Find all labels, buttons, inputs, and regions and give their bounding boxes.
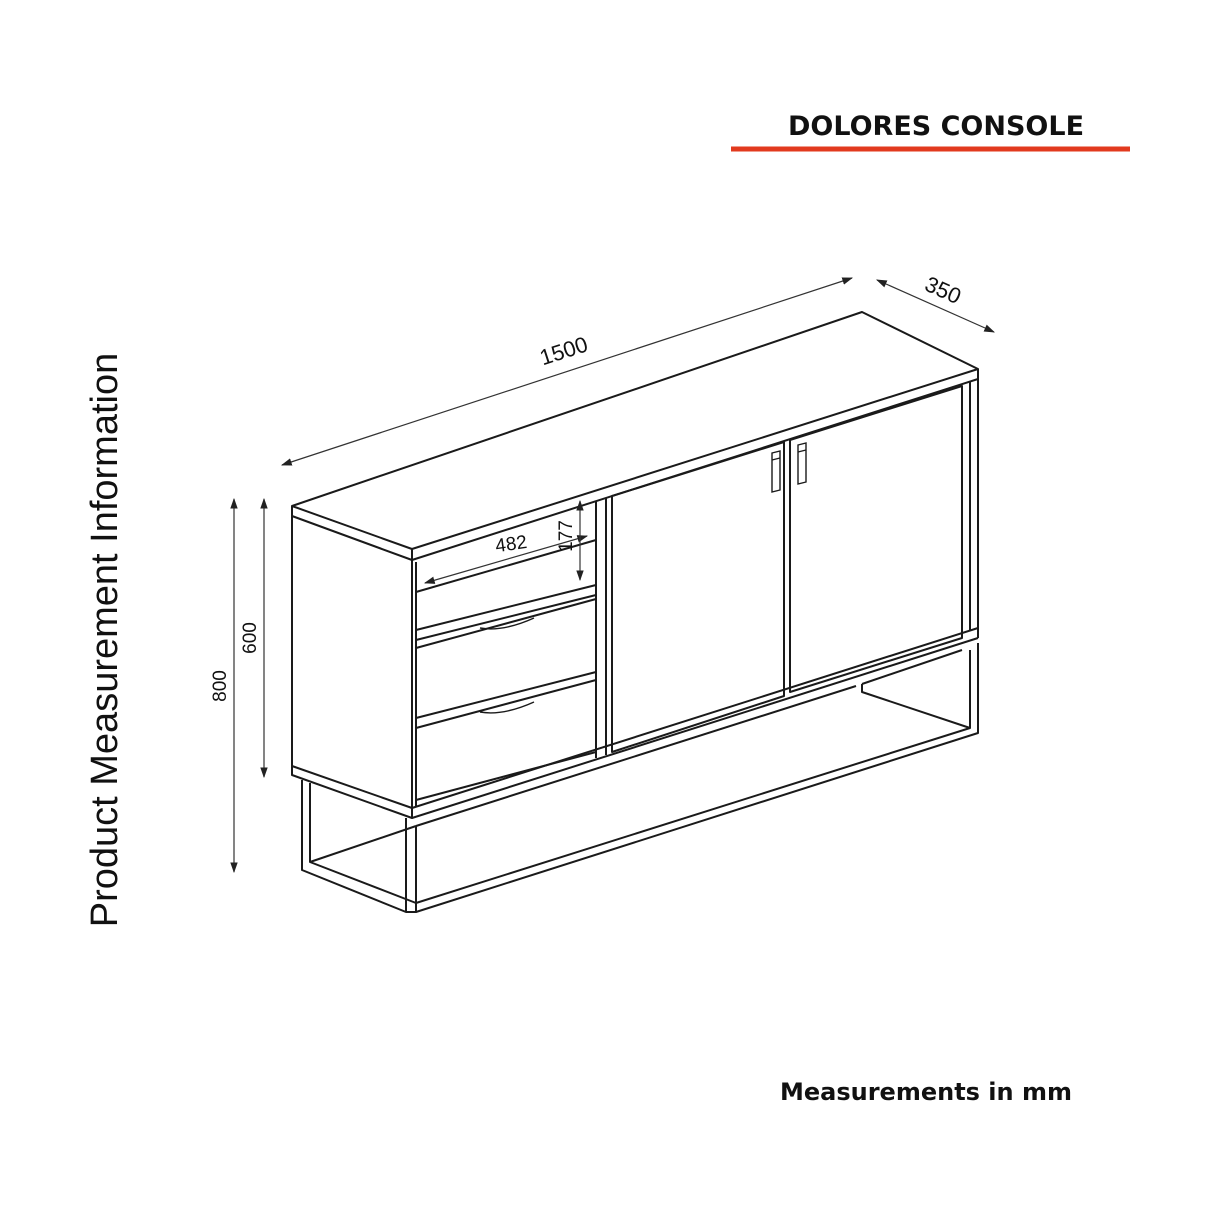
door-left-handle-strap	[771, 457, 781, 461]
shelf-width-label: 482	[494, 532, 528, 557]
side-caption: Product Measurement Information	[84, 353, 126, 928]
body-bottom-edge-inner	[411, 627, 979, 809]
base-front-rail-outer	[415, 643, 979, 913]
door-right	[789, 385, 963, 693]
drawer-1-handle	[479, 617, 535, 630]
door-left-handle	[771, 450, 781, 493]
door-left	[611, 441, 785, 753]
base-back-right	[861, 684, 971, 729]
top-surface	[291, 311, 979, 550]
left-side-bottom	[291, 765, 413, 809]
base-back-top	[861, 649, 963, 685]
door-right-handle	[797, 442, 807, 485]
console-drawing	[291, 311, 979, 913]
door-right-handle-strap	[797, 449, 807, 453]
base-front-left-leg	[301, 780, 407, 913]
body-height-label: 600	[240, 622, 261, 654]
base-top-rail	[415, 685, 857, 827]
top-edge	[291, 369, 979, 561]
shelf-width-dimension-line	[423, 535, 589, 584]
shelf-board	[415, 584, 597, 641]
width-label: 1500	[537, 331, 591, 370]
title: DOLORES CONSOLE	[788, 111, 1084, 142]
shelf-height-label: 177	[556, 520, 577, 552]
drawer-2-handle	[479, 701, 535, 714]
drawer-1	[415, 598, 597, 719]
width-dimension-line	[280, 277, 854, 466]
base-left-cross	[309, 825, 417, 863]
drawer-2	[415, 679, 597, 801]
base-front-rail	[415, 650, 971, 904]
units-note: Measurements in mm	[780, 1078, 1072, 1106]
body-bottom-edge	[411, 637, 979, 819]
dimension-lines	[230, 277, 995, 874]
left-side-panel	[291, 516, 413, 819]
depth-dimension-line	[876, 279, 995, 333]
total-height-label: 800	[210, 670, 231, 702]
depth-label: 350	[921, 271, 965, 309]
